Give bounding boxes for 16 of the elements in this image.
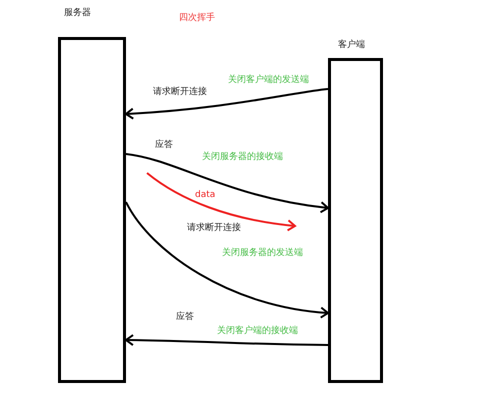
- edge-label: 请求断开连接: [187, 223, 241, 234]
- arrow: [125, 88, 328, 120]
- arrow: [126, 153, 329, 214]
- note: 关闭服务器的接收端: [202, 152, 283, 163]
- note: 关闭服务器的发送端: [222, 248, 303, 259]
- arrow: [125, 334, 328, 346]
- note: 关闭客户端的接收端: [217, 326, 298, 337]
- title: 四次挥手: [179, 13, 215, 24]
- participant-label: 服务器: [64, 8, 91, 19]
- edge-label: 请求断开连接: [153, 87, 207, 98]
- edge-label: 应答: [155, 140, 173, 151]
- arrow: [125, 202, 329, 318]
- edge-label: 应答: [176, 312, 194, 323]
- note: data: [195, 190, 216, 201]
- note: 关闭客户端的发送端: [228, 75, 309, 86]
- participant-label: 客户端: [338, 40, 365, 51]
